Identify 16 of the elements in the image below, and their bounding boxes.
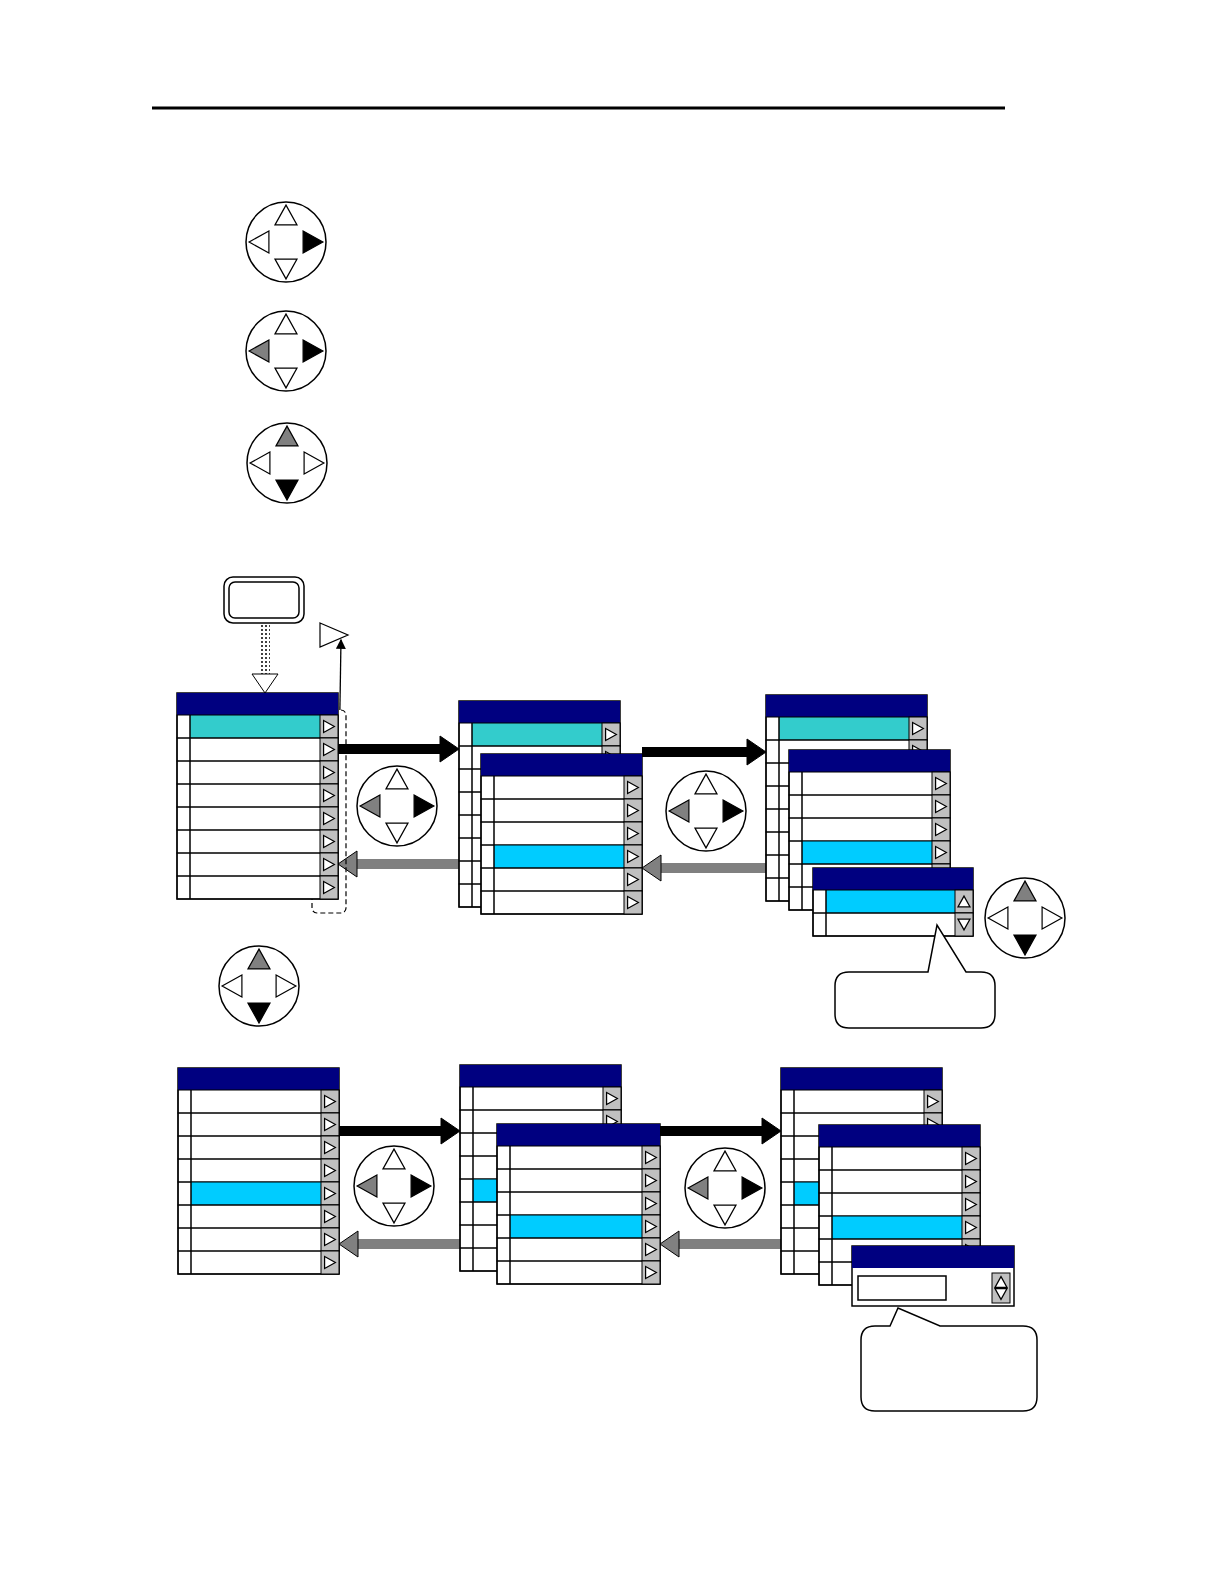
speech-bubble [834, 924, 996, 1029]
menu-stack [459, 1064, 661, 1285]
block-arrow [251, 625, 279, 694]
block-arrow [338, 735, 460, 763]
block-arrow [339, 1117, 461, 1145]
dashed-highlight-box [311, 709, 347, 914]
menu-window [177, 1067, 340, 1275]
menu-stack [458, 700, 643, 915]
right-triangle-icon [319, 622, 350, 648]
menu-stack [780, 1067, 1015, 1307]
block-arrow [642, 738, 767, 766]
menu-stack [765, 694, 974, 937]
speech-bubble [860, 1307, 1038, 1412]
key-button [223, 576, 305, 624]
block-arrow [660, 1117, 782, 1145]
menu-window [176, 692, 339, 900]
